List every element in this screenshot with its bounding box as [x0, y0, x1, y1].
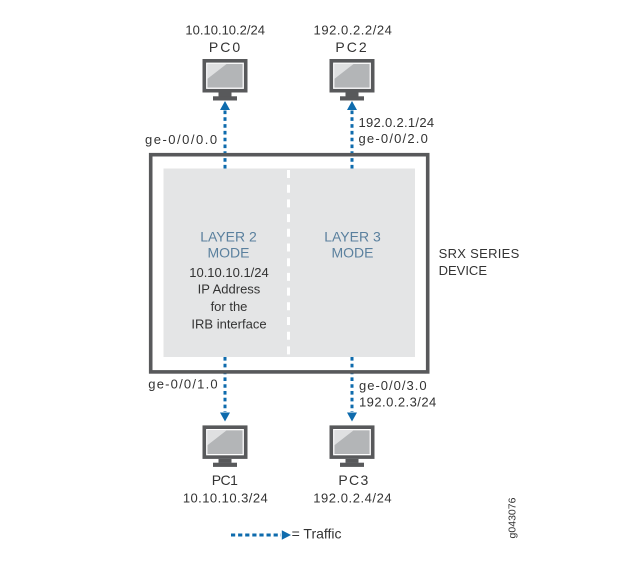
- svg-text:10.10.10.2/24: 10.10.10.2/24: [185, 23, 265, 38]
- svg-text:PC1: PC1: [212, 472, 238, 488]
- svg-text:192.0.2.1/24: 192.0.2.1/24: [359, 115, 435, 130]
- svg-text:192.0.2.2/24: 192.0.2.2/24: [314, 23, 393, 38]
- svg-text:ge-0/0/3.0: ge-0/0/3.0: [359, 378, 428, 393]
- svg-text:IRB interface: IRB interface: [191, 317, 266, 332]
- svg-text:192.0.2.4/24: 192.0.2.4/24: [313, 491, 392, 506]
- svg-text:MODE: MODE: [208, 245, 250, 261]
- svg-text:LAYER 3: LAYER 3: [324, 229, 381, 245]
- svg-text:IP Address: IP Address: [198, 282, 261, 297]
- svg-text:ge-0/0/1.0: ge-0/0/1.0: [148, 377, 219, 392]
- svg-text:192.0.2.3/24: 192.0.2.3/24: [359, 395, 437, 410]
- svg-text:LAYER 2: LAYER 2: [200, 229, 257, 245]
- svg-text:SRX SERIES: SRX SERIES: [439, 246, 520, 261]
- svg-text:ge-0/0/0.0: ge-0/0/0.0: [145, 132, 219, 147]
- svg-text:ge-0/0/2.0: ge-0/0/2.0: [359, 131, 430, 146]
- svg-text:PC2: PC2: [335, 39, 368, 55]
- svg-text:PC0: PC0: [209, 39, 242, 55]
- svg-text:for the: for the: [211, 299, 248, 314]
- svg-text:= Traffic: = Traffic: [292, 526, 342, 542]
- svg-text:10.10.10.3/24: 10.10.10.3/24: [183, 491, 268, 506]
- svg-text:g043076: g043076: [507, 497, 519, 538]
- svg-text:MODE: MODE: [332, 245, 374, 261]
- svg-text:PC3: PC3: [338, 472, 369, 488]
- svg-text:10.10.10.1/24: 10.10.10.1/24: [189, 265, 269, 280]
- svg-text:DEVICE: DEVICE: [439, 263, 488, 278]
